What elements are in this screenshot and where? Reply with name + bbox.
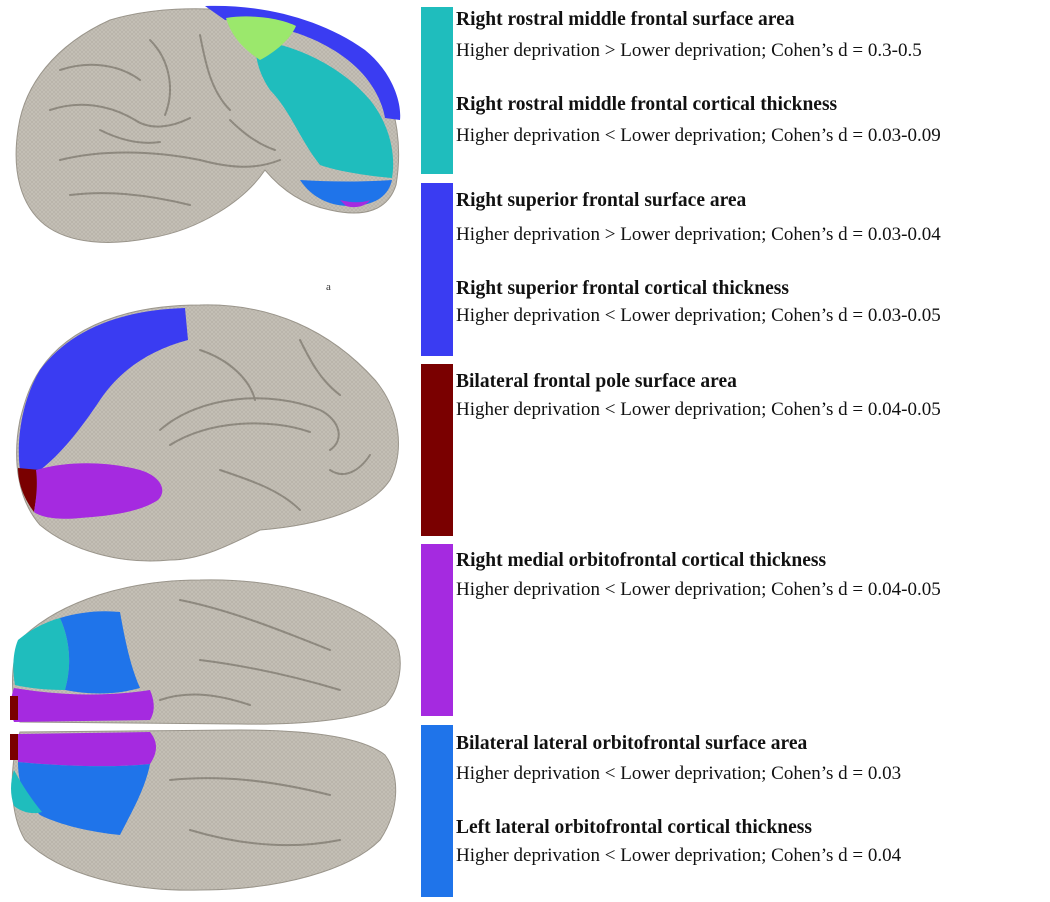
legend-desc-rostral-surface: Higher deprivation > Lower deprivation; … — [456, 40, 922, 61]
lateral-sulci — [49, 34, 281, 206]
legend-desc-superior-thickness: Higher deprivation < Lower deprivation; … — [456, 305, 941, 326]
region-medial-orbitofrontal — [340, 200, 370, 208]
region-ventral-rostral-lower — [11, 770, 42, 814]
legend-desc-frontal-pole: Higher deprivation < Lower deprivation; … — [456, 399, 941, 420]
region-rostral-middle-frontal — [255, 40, 394, 178]
ventral-view-brain — [10, 579, 401, 891]
region-frontal-pole — [18, 468, 40, 512]
region-ventral-frontal-pole-upper — [10, 696, 18, 720]
legend-bar-darkred — [421, 364, 453, 536]
region-superior-frontal-medial — [18, 308, 189, 470]
legend-title-lateral-orbitofrontal-thickness: Left lateral orbitofrontal cortical thic… — [456, 817, 812, 838]
region-medial-orbitofrontal-medial — [34, 463, 163, 519]
legend-bar-lightblue — [421, 725, 453, 897]
legend-title-lateral-orbitofrontal-surface: Bilateral lateral orbitofrontal surface … — [456, 733, 808, 754]
legend-desc-lateral-orbitofrontal-thickness: Higher deprivation < Lower deprivation; … — [456, 845, 902, 866]
region-superior-frontal — [205, 5, 401, 120]
region-caudal-middle-frontal — [226, 16, 296, 61]
region-ventral-frontal-pole-lower — [10, 734, 18, 760]
region-ventral-medial-orbitofrontal-upper — [11, 688, 154, 722]
legend-desc-medial-orbitofrontal: Higher deprivation < Lower deprivation; … — [456, 579, 941, 600]
legend-bar-purple — [421, 544, 453, 716]
stray-mark: a — [326, 281, 331, 293]
legend-title-medial-orbitofrontal: Right medial orbitofrontal cortical thic… — [456, 550, 827, 571]
region-ventral-lateral-orbitofrontal-upper — [60, 611, 140, 694]
legend-title-frontal-pole: Bilateral frontal pole surface area — [456, 371, 737, 392]
legend-bar-cyan — [421, 7, 453, 174]
medial-view-brain — [16, 304, 399, 562]
legend-bar-blue — [421, 183, 453, 356]
region-lateral-orbitofrontal — [300, 180, 392, 206]
legend-title-superior-surface: Right superior frontal surface area — [456, 190, 747, 211]
legend-desc-lateral-orbitofrontal-surface: Higher deprivation < Lower deprivation; … — [456, 763, 902, 784]
legend-title-rostral-thickness: Right rostral middle frontal cortical th… — [456, 94, 838, 115]
legend-desc-rostral-thickness: Higher deprivation < Lower deprivation; … — [456, 125, 941, 146]
legend-title-superior-thickness: Right superior frontal cortical thicknes… — [456, 278, 789, 299]
lateral-view-brain — [15, 5, 401, 243]
ventral-sulci — [159, 599, 341, 847]
region-ventral-rostral-middle-frontal — [13, 618, 70, 690]
region-ventral-lateral-orbitofrontal-lower — [18, 762, 150, 835]
region-ventral-medial-orbitofrontal-lower — [18, 732, 156, 767]
legend-desc-superior-surface: Higher deprivation > Lower deprivation; … — [456, 224, 941, 245]
brain-renderings: a — [10, 5, 401, 891]
medial-sulci — [159, 339, 371, 511]
legend-title-rostral-surface: Right rostral middle frontal surface are… — [456, 9, 795, 30]
